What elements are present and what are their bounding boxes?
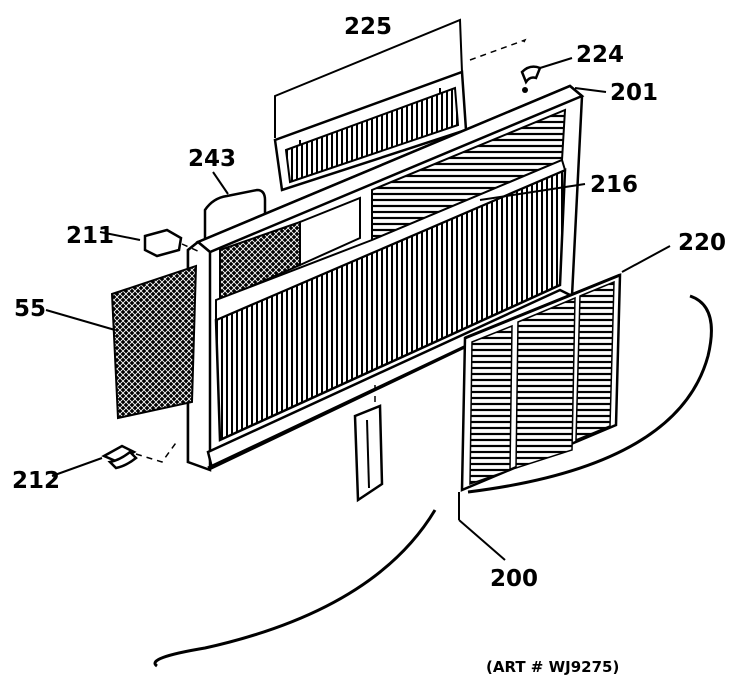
- assembly-200-bracket: [153, 294, 713, 668]
- label-224: 224: [576, 42, 624, 68]
- part-211-clip: [99, 228, 201, 258]
- label-216: 216: [590, 172, 638, 198]
- label-243: 243: [188, 146, 236, 172]
- leader-216: [479, 183, 586, 201]
- part-243-bracket: [203, 171, 267, 242]
- label-225: 225: [344, 14, 392, 40]
- part-225-top-louver: [273, 18, 468, 192]
- part-201-front-frame: [186, 84, 607, 472]
- label-220: 220: [678, 230, 726, 256]
- label-212: 212: [12, 468, 60, 494]
- label-200: 200: [490, 566, 538, 592]
- label-55: 55: [14, 296, 46, 322]
- part-bottom-strip: [353, 385, 384, 503]
- label-211: 211: [66, 223, 114, 249]
- part-220-grille: [460, 245, 671, 492]
- part-224-clip: [469, 38, 573, 93]
- label-201: 201: [610, 80, 658, 106]
- part-212-clip: [51, 439, 179, 477]
- art-number: (ART # WJ9275): [486, 658, 619, 676]
- part-55-filter: [45, 264, 198, 420]
